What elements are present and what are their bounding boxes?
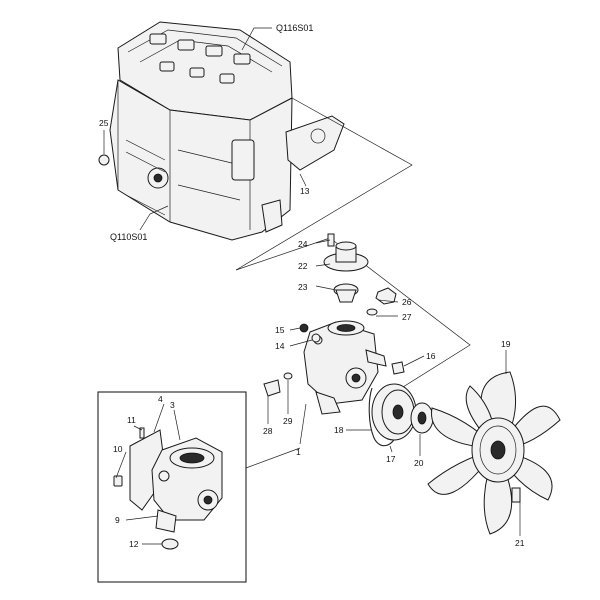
- callout-27: 27: [402, 312, 412, 322]
- gasket-13: [285, 115, 345, 171]
- callout-17: 17: [386, 454, 396, 464]
- callout-11: 11: [127, 415, 136, 425]
- callout-23: 23: [298, 282, 308, 292]
- callout-13: 13: [300, 186, 310, 196]
- callout-20: 20: [414, 458, 424, 468]
- pulley-icon: [371, 383, 417, 441]
- water-pump-icon: [303, 320, 387, 415]
- frame-line-mid: [235, 237, 331, 271]
- engine-block-icon: [98, 21, 293, 241]
- callout-12: 12: [129, 539, 139, 549]
- cooling-fan-icon: [427, 371, 561, 535]
- callout-25: 25: [99, 118, 109, 128]
- callout-1: 1: [296, 447, 301, 457]
- washer-14: [311, 333, 321, 343]
- assembly-code-head: Q116S01: [276, 23, 313, 33]
- callout-29: 29: [283, 416, 293, 426]
- callout-15: 15: [275, 325, 285, 335]
- inset-leader: [245, 447, 301, 469]
- callout-28: 28: [263, 426, 273, 436]
- leader-lines: [103, 27, 521, 545]
- assembly-code-block: Q110S01: [110, 232, 147, 242]
- bolt-15: [299, 323, 309, 333]
- callout-10: 10: [113, 444, 123, 454]
- bolt-16: [391, 361, 405, 375]
- callout-14: 14: [275, 341, 285, 351]
- callout-3: 3: [170, 400, 175, 410]
- frame-line-right: [329, 237, 471, 393]
- callout-18: 18: [334, 425, 344, 435]
- callout-21: 21: [515, 538, 525, 548]
- washer-27: [366, 308, 378, 316]
- spacer-20: [410, 402, 434, 434]
- callout-16: 16: [426, 351, 436, 361]
- frame-line-head: [235, 97, 413, 271]
- callout-22: 22: [298, 261, 308, 271]
- inset-frame: [97, 391, 247, 583]
- sensor-28: [263, 379, 281, 397]
- callout-24: 24: [298, 239, 308, 249]
- bolt-21: [511, 487, 521, 503]
- thermostat-housing: [323, 233, 369, 303]
- callout-19: 19: [501, 339, 511, 349]
- callout-4: 4: [158, 394, 163, 404]
- inset-pump-icon: [113, 427, 223, 550]
- callout-9: 9: [115, 515, 120, 525]
- oring-29: [283, 372, 293, 380]
- callout-26: 26: [402, 297, 412, 307]
- belt-18: [368, 387, 399, 447]
